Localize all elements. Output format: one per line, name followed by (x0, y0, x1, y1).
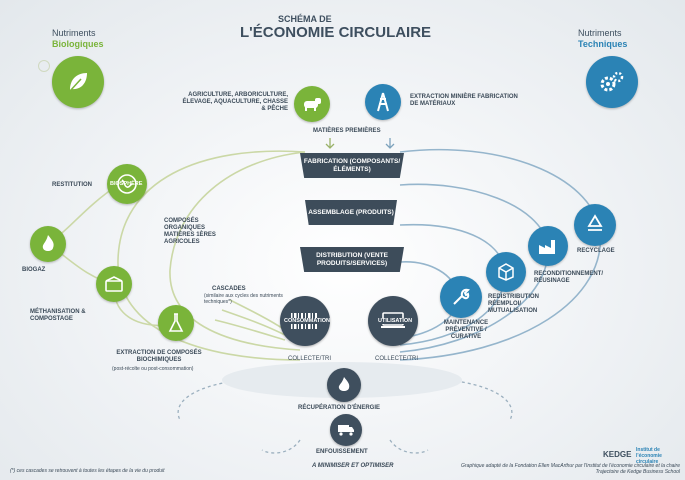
title-line1: SCHÉMA DE (278, 14, 332, 24)
methanisation-label: MÉTHANISATION & COMPOSTAGE (30, 309, 86, 322)
flame-icon (30, 226, 66, 262)
landfill-label: ENFOUISSEMENT (316, 449, 368, 455)
tech-nutrients-label-colored: Techniques (578, 39, 628, 49)
restitution-label: RESTITUTION (52, 182, 92, 188)
credit-text: Graphique adapté de la Fondation Ellen M… (461, 463, 680, 475)
redistribution-label: REDISTRIBUTION RÉEMPLOI/ MUTUALISATION (488, 294, 539, 314)
bio-nutrients-label: Nutriments (52, 28, 96, 38)
collect-label-2: COLLECTE/TRI (375, 356, 419, 362)
box-icon (486, 252, 526, 292)
utilisation-label: UTILISATION (378, 318, 413, 325)
recycling-label: RECYCLAGE (577, 248, 615, 254)
truck-icon (330, 414, 362, 446)
stage-fabrication: FABRICATION (COMPOSANTS/ÉLÉMENTS) (300, 153, 404, 178)
remanufacturing-label: RECONDITIONNEMENT/ RÉUSINAGE (534, 271, 603, 284)
factory-icon (528, 226, 568, 266)
green-outer-loop (117, 150, 306, 361)
page-title: L'ÉCONOMIE CIRCULAIRE (240, 24, 432, 41)
cascades-label: CASCADES (212, 286, 246, 292)
energy-recovery-label: RÉCUPÉRATION D'ÉNERGIE (298, 405, 380, 411)
collect-label-1: COLLECTE/TRI (288, 356, 332, 362)
recycle-icon (574, 204, 616, 246)
oil-rig-icon (365, 84, 401, 120)
bio-nutrients-label-colored: Biologiques (52, 39, 104, 49)
stage-assemblage: ASSEMBLAGE (PRODUITS) (305, 200, 397, 225)
wrench-icon (440, 276, 482, 318)
digester-icon (96, 266, 132, 302)
consumption-label: CONSOMMATION (284, 318, 331, 325)
deco-circle (38, 60, 50, 72)
gears-icon (586, 56, 638, 108)
maintenance-label: MAINTENANCE PRÉVENTIVE / CURATIVE (443, 320, 489, 340)
agri-label: AGRICULTURE, ARBORICULTURE, ÉLEVAGE, AQU… (182, 92, 288, 112)
leaf-icon (52, 56, 104, 108)
organic-compounds-label: COMPOSÉS ORGANIQUES MATIÈRES 1ÈRES AGRIC… (164, 218, 216, 245)
energy-flame-icon (327, 368, 361, 402)
cow-icon (294, 86, 330, 122)
extraction-label: EXTRACTION MINIÈRE FABRICATION DE MATÉRI… (410, 94, 518, 107)
institute-logo: Institut de l'économie circulaire (636, 447, 662, 465)
biosphere-label: BIOSPHÈRE (110, 181, 143, 187)
biogaz-label: BIOGAZ (22, 267, 46, 273)
cascades-sublabel: (similaire aux cycles des nutriments tec… (204, 293, 283, 305)
biochemical-extraction-sublabel: (post-récolte ou post-consommation) (112, 366, 194, 372)
kedge-logo: KEDGE (603, 450, 632, 459)
minimize-label: A MINIMISER ET OPTIMISER (312, 463, 394, 469)
tech-nutrients-label: Nutriments (578, 28, 622, 38)
flask-icon (158, 305, 194, 341)
arrow-markers (325, 138, 395, 149)
globe-icon (107, 164, 147, 204)
stage-distribution: DISTRIBUTION (VENTE PRODUITS/SERVICES) (300, 247, 404, 272)
biochemical-extraction-label: EXTRACTION DE COMPOSÉS BIOCHIMIQUES (116, 350, 202, 363)
footnote: (*) ces cascades se retrouvent à toutes … (10, 468, 165, 474)
raw-materials-label: MATIÈRES PREMIÈRES (313, 128, 381, 134)
